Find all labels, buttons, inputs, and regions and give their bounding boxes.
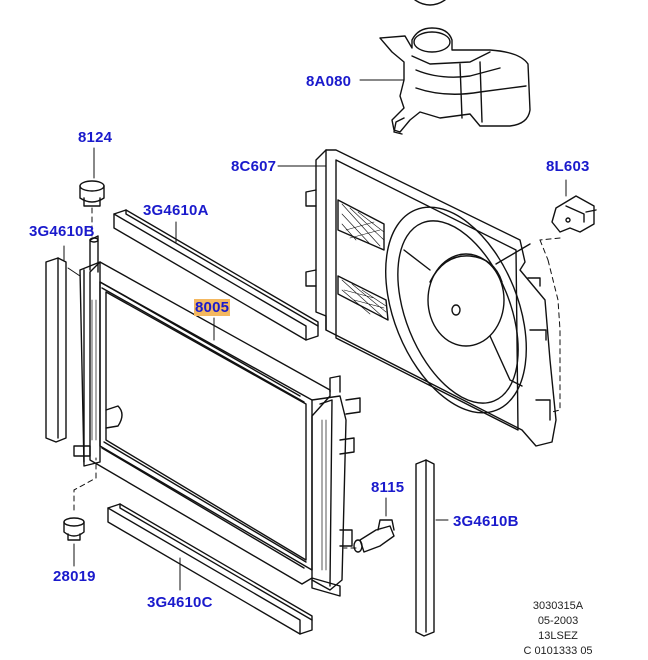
callout-mount-right: 3G4610B — [453, 513, 519, 530]
seal-bottom-part — [107, 503, 313, 635]
callout-mount-left: 3G4610B — [29, 223, 95, 240]
insulator-bottom-part — [63, 517, 85, 541]
radiator-part — [73, 235, 361, 597]
callout-coolant-reservoir: 8A080 — [306, 73, 352, 90]
clip-top-leader — [91, 147, 95, 237]
radiator-core — [91, 299, 327, 571]
mount-right-part — [415, 459, 435, 637]
callout-radiator: 8005 — [194, 299, 231, 316]
callout-seal-top: 3G4610A — [143, 202, 209, 219]
fan-shroud-part — [305, 149, 557, 447]
callout-fan-shroud: 8C607 — [231, 158, 277, 175]
seal-top-part — [113, 209, 319, 341]
ref-line-4: C 0101333 05 — [523, 645, 593, 657]
callout-fan-resistor: 8L603 — [546, 158, 590, 175]
callout-seal-bottom: 3G4610C — [147, 594, 213, 611]
callout-leaders — [63, 79, 449, 591]
fan-resistor-part — [551, 195, 597, 233]
mount-left-part — [45, 257, 67, 443]
drain-plug-leader — [343, 497, 387, 549]
insulator-bottom-leader — [73, 457, 97, 567]
fan-resistor-leader — [539, 179, 567, 413]
clip-top-part — [79, 180, 105, 207]
ref-line-2: 05-2003 — [537, 615, 579, 627]
ref-line-3: 13LSEZ — [538, 630, 578, 642]
reservoir-cap-part — [414, 0, 446, 6]
callout-hose-clip-top: 8124 — [78, 129, 113, 146]
ref-line-1: 3030315A — [532, 600, 584, 612]
drain-plug-part — [353, 519, 395, 553]
callout-insulator-bottom: 28019 — [53, 568, 96, 585]
callout-drain-plug: 8115 — [371, 479, 405, 496]
coolant-reservoir-part — [379, 27, 531, 135]
